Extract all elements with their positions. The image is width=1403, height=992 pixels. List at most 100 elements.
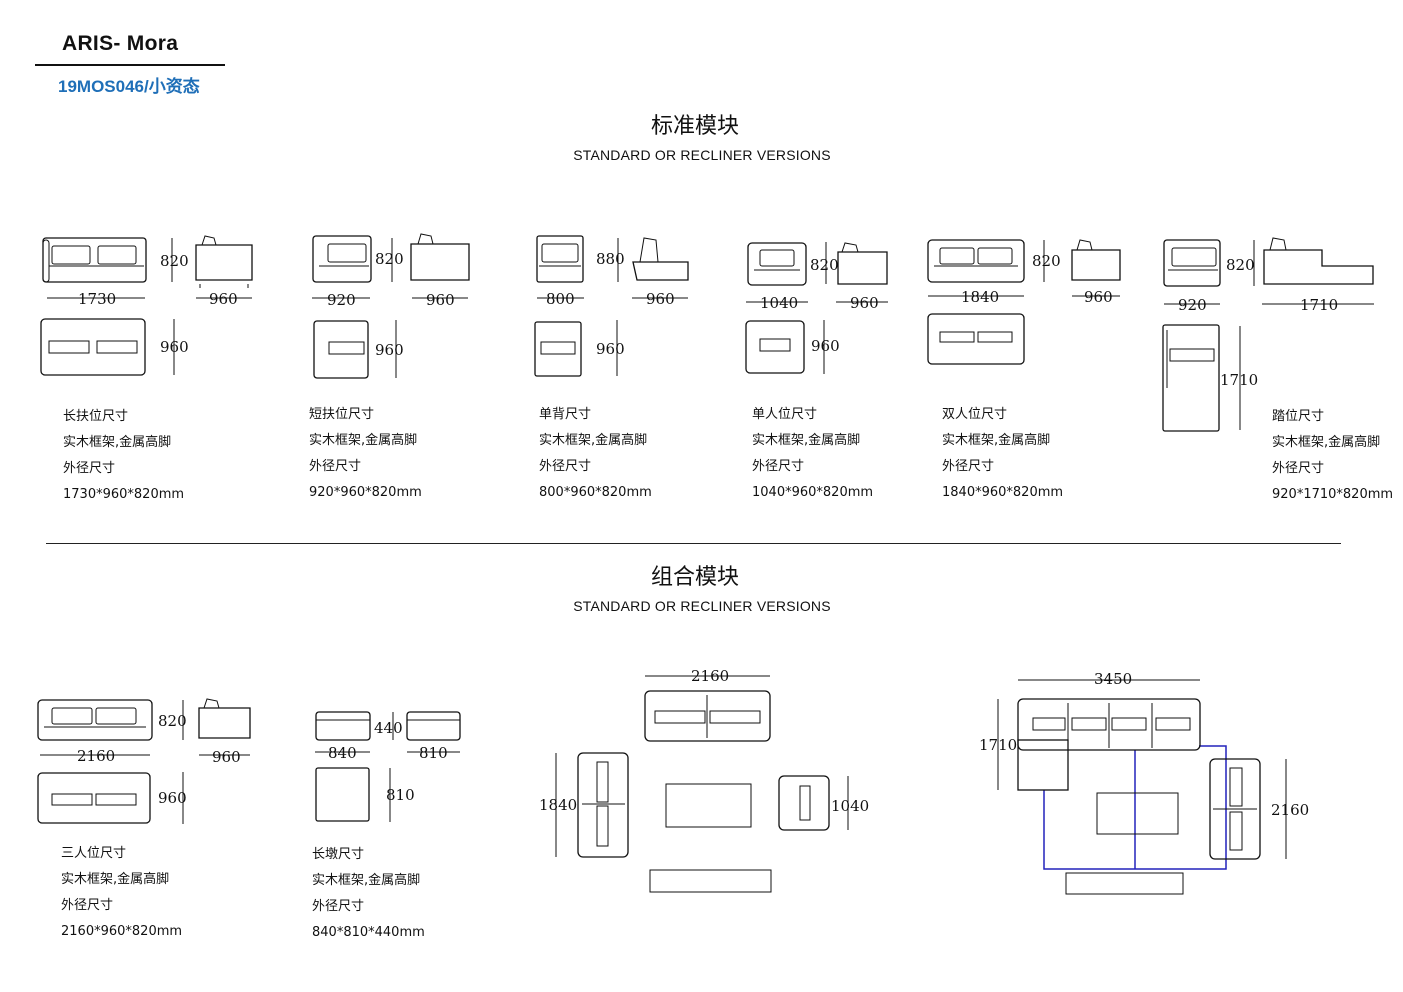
spec-label: 外径尺寸 (942, 459, 995, 474)
two-seat-plan-view (927, 313, 1025, 365)
section-title-combo: 组合模块 (650, 565, 739, 590)
dim-width: 1730 (78, 290, 116, 308)
dim-height: 880 (596, 250, 625, 268)
spec-name: 踏位尺寸 (1272, 409, 1325, 424)
spec-long-arm: 长扶位尺寸 实木框架,金属高脚 外径尺寸 1730*960*820mm (63, 404, 184, 508)
spec-desc: 实木框架,金属高脚 (942, 433, 1051, 448)
spec-name: 单背尺寸 (539, 407, 592, 422)
spec-size: 840*810*440mm (312, 925, 425, 940)
two-seat-side-view (1071, 239, 1121, 281)
dim-width: 2160 (77, 747, 115, 765)
spec-name: 长墩尺寸 (312, 847, 365, 862)
spec-label: 外径尺寸 (312, 899, 365, 914)
dim-plan-depth: 960 (596, 340, 625, 358)
dim-depth: 960 (426, 291, 455, 309)
dim-depth: 960 (212, 748, 241, 766)
spec-single-seat: 单人位尺寸 实木框架,金属高脚 外径尺寸 1040*960*820mm (752, 402, 873, 506)
ottoman-front-view (315, 711, 371, 741)
section-divider (46, 543, 1341, 544)
spec-name: 三人位尺寸 (61, 846, 127, 861)
dim-width: 920 (327, 291, 356, 309)
model-code: 19MOS046/小资态 (58, 77, 200, 96)
spec-label: 外径尺寸 (539, 459, 592, 474)
dim-height: 820 (1226, 256, 1255, 274)
spec-size: 800*960*820mm (539, 485, 652, 500)
single-back-plan-view (534, 321, 582, 377)
single-back-front-view (536, 235, 584, 283)
combo2-left-depth: 1710 (979, 736, 1017, 754)
three-seat-side-view (198, 698, 251, 739)
section-subtitle-combo: STANDARD OR RECLINER VERSIONS (573, 598, 831, 614)
dim-width: 840 (328, 744, 357, 762)
dim-depth: 960 (1084, 288, 1113, 306)
brand-name: ARIS- Mora (62, 32, 179, 55)
dim-width: 920 (1178, 296, 1207, 314)
spec-name: 短扶位尺寸 (309, 407, 375, 422)
section-title-standard: 标准模块 (650, 114, 739, 139)
dim-width: 1040 (760, 294, 798, 312)
short-arm-front-view (312, 235, 372, 283)
dim-depth: 960 (646, 290, 675, 308)
dim-plan-depth: 960 (158, 789, 187, 807)
spec-chaise: 踏位尺寸 实木框架,金属高脚 外径尺寸 920*1710*820mm (1272, 404, 1393, 508)
spec-ottoman: 长墩尺寸 实木框架,金属高脚 外径尺寸 840*810*440mm (312, 842, 425, 946)
single-back-side-view (632, 237, 689, 281)
spec-short-arm: 短扶位尺寸 实木框架,金属高脚 外径尺寸 920*960*820mm (309, 402, 422, 506)
combo1-top-width: 2160 (691, 667, 729, 685)
combo-layout-1 (577, 690, 830, 893)
three-seat-plan-view (37, 772, 151, 824)
spec-desc: 实木框架,金属高脚 (752, 433, 861, 448)
dim-height: 820 (375, 250, 404, 268)
ottoman-plan-view (315, 767, 370, 822)
dim-width: 800 (546, 290, 575, 308)
spec-label: 外径尺寸 (309, 459, 362, 474)
dim-depth: 960 (850, 294, 879, 312)
spec-size: 1040*960*820mm (752, 485, 874, 500)
spec-size: 1840*960*820mm (942, 485, 1064, 500)
long-arm-side-view (195, 235, 253, 288)
dim-height: 820 (160, 252, 189, 270)
dim-height: 440 (374, 719, 403, 737)
spec-desc: 实木框架,金属高脚 (63, 435, 172, 450)
spec-name: 单人位尺寸 (752, 407, 818, 422)
spec-name: 长扶位尺寸 (63, 409, 129, 424)
single-seat-front-view (747, 242, 807, 286)
spec-label: 外径尺寸 (61, 898, 114, 913)
long-arm-front-view (42, 237, 147, 283)
dim-plan-side: 810 (419, 744, 448, 762)
combo2-right-depth: 2160 (1271, 801, 1309, 819)
spec-label: 外径尺寸 (752, 459, 805, 474)
spec-size: 2160*960*820mm (61, 924, 183, 939)
short-arm-plan-view (313, 320, 369, 379)
spec-desc: 实木框架,金属高脚 (312, 873, 421, 888)
dim-plan-depth: 960 (160, 338, 189, 356)
combo1-left-depth: 1840 (539, 796, 577, 814)
single-seat-plan-view (745, 320, 805, 374)
brand-underline (35, 64, 225, 66)
short-arm-side-view (410, 233, 470, 281)
dim-plan-depth: 810 (386, 786, 415, 804)
spec-name: 双人位尺寸 (942, 407, 1008, 422)
spec-three-seat: 三人位尺寸 实木框架,金属高脚 外径尺寸 2160*960*820mm (61, 841, 182, 945)
spec-desc: 实木框架,金属高脚 (539, 433, 648, 448)
dim-height: 820 (1032, 252, 1061, 270)
spec-desc: 实木框架,金属高脚 (309, 433, 418, 448)
dim-plan-depth: 960 (375, 341, 404, 359)
chaise-plan-view (1162, 324, 1220, 432)
dim-height: 820 (158, 712, 187, 730)
dim-depth: 960 (209, 290, 238, 308)
three-seat-front-view (37, 699, 153, 741)
spec-single-back: 单背尺寸 实木框架,金属高脚 外径尺寸 800*960*820mm (539, 402, 652, 506)
combo-layout-2 (1017, 698, 1261, 895)
dim-plan-depth: 1710 (1220, 371, 1258, 389)
dim-height: 820 (810, 256, 839, 274)
spec-size: 920*960*820mm (309, 485, 422, 500)
spec-two-seat: 双人位尺寸 实木框架,金属高脚 外径尺寸 1840*960*820mm (942, 402, 1063, 506)
spec-desc: 实木框架,金属高脚 (61, 872, 170, 887)
spec-desc: 实木框架,金属高脚 (1272, 435, 1381, 450)
single-seat-side-view (837, 242, 888, 285)
combo2-top-width: 3450 (1094, 670, 1132, 688)
dim-depth: 1710 (1300, 296, 1338, 314)
long-arm-plan-view (40, 318, 146, 376)
spec-label: 外径尺寸 (1272, 461, 1325, 476)
